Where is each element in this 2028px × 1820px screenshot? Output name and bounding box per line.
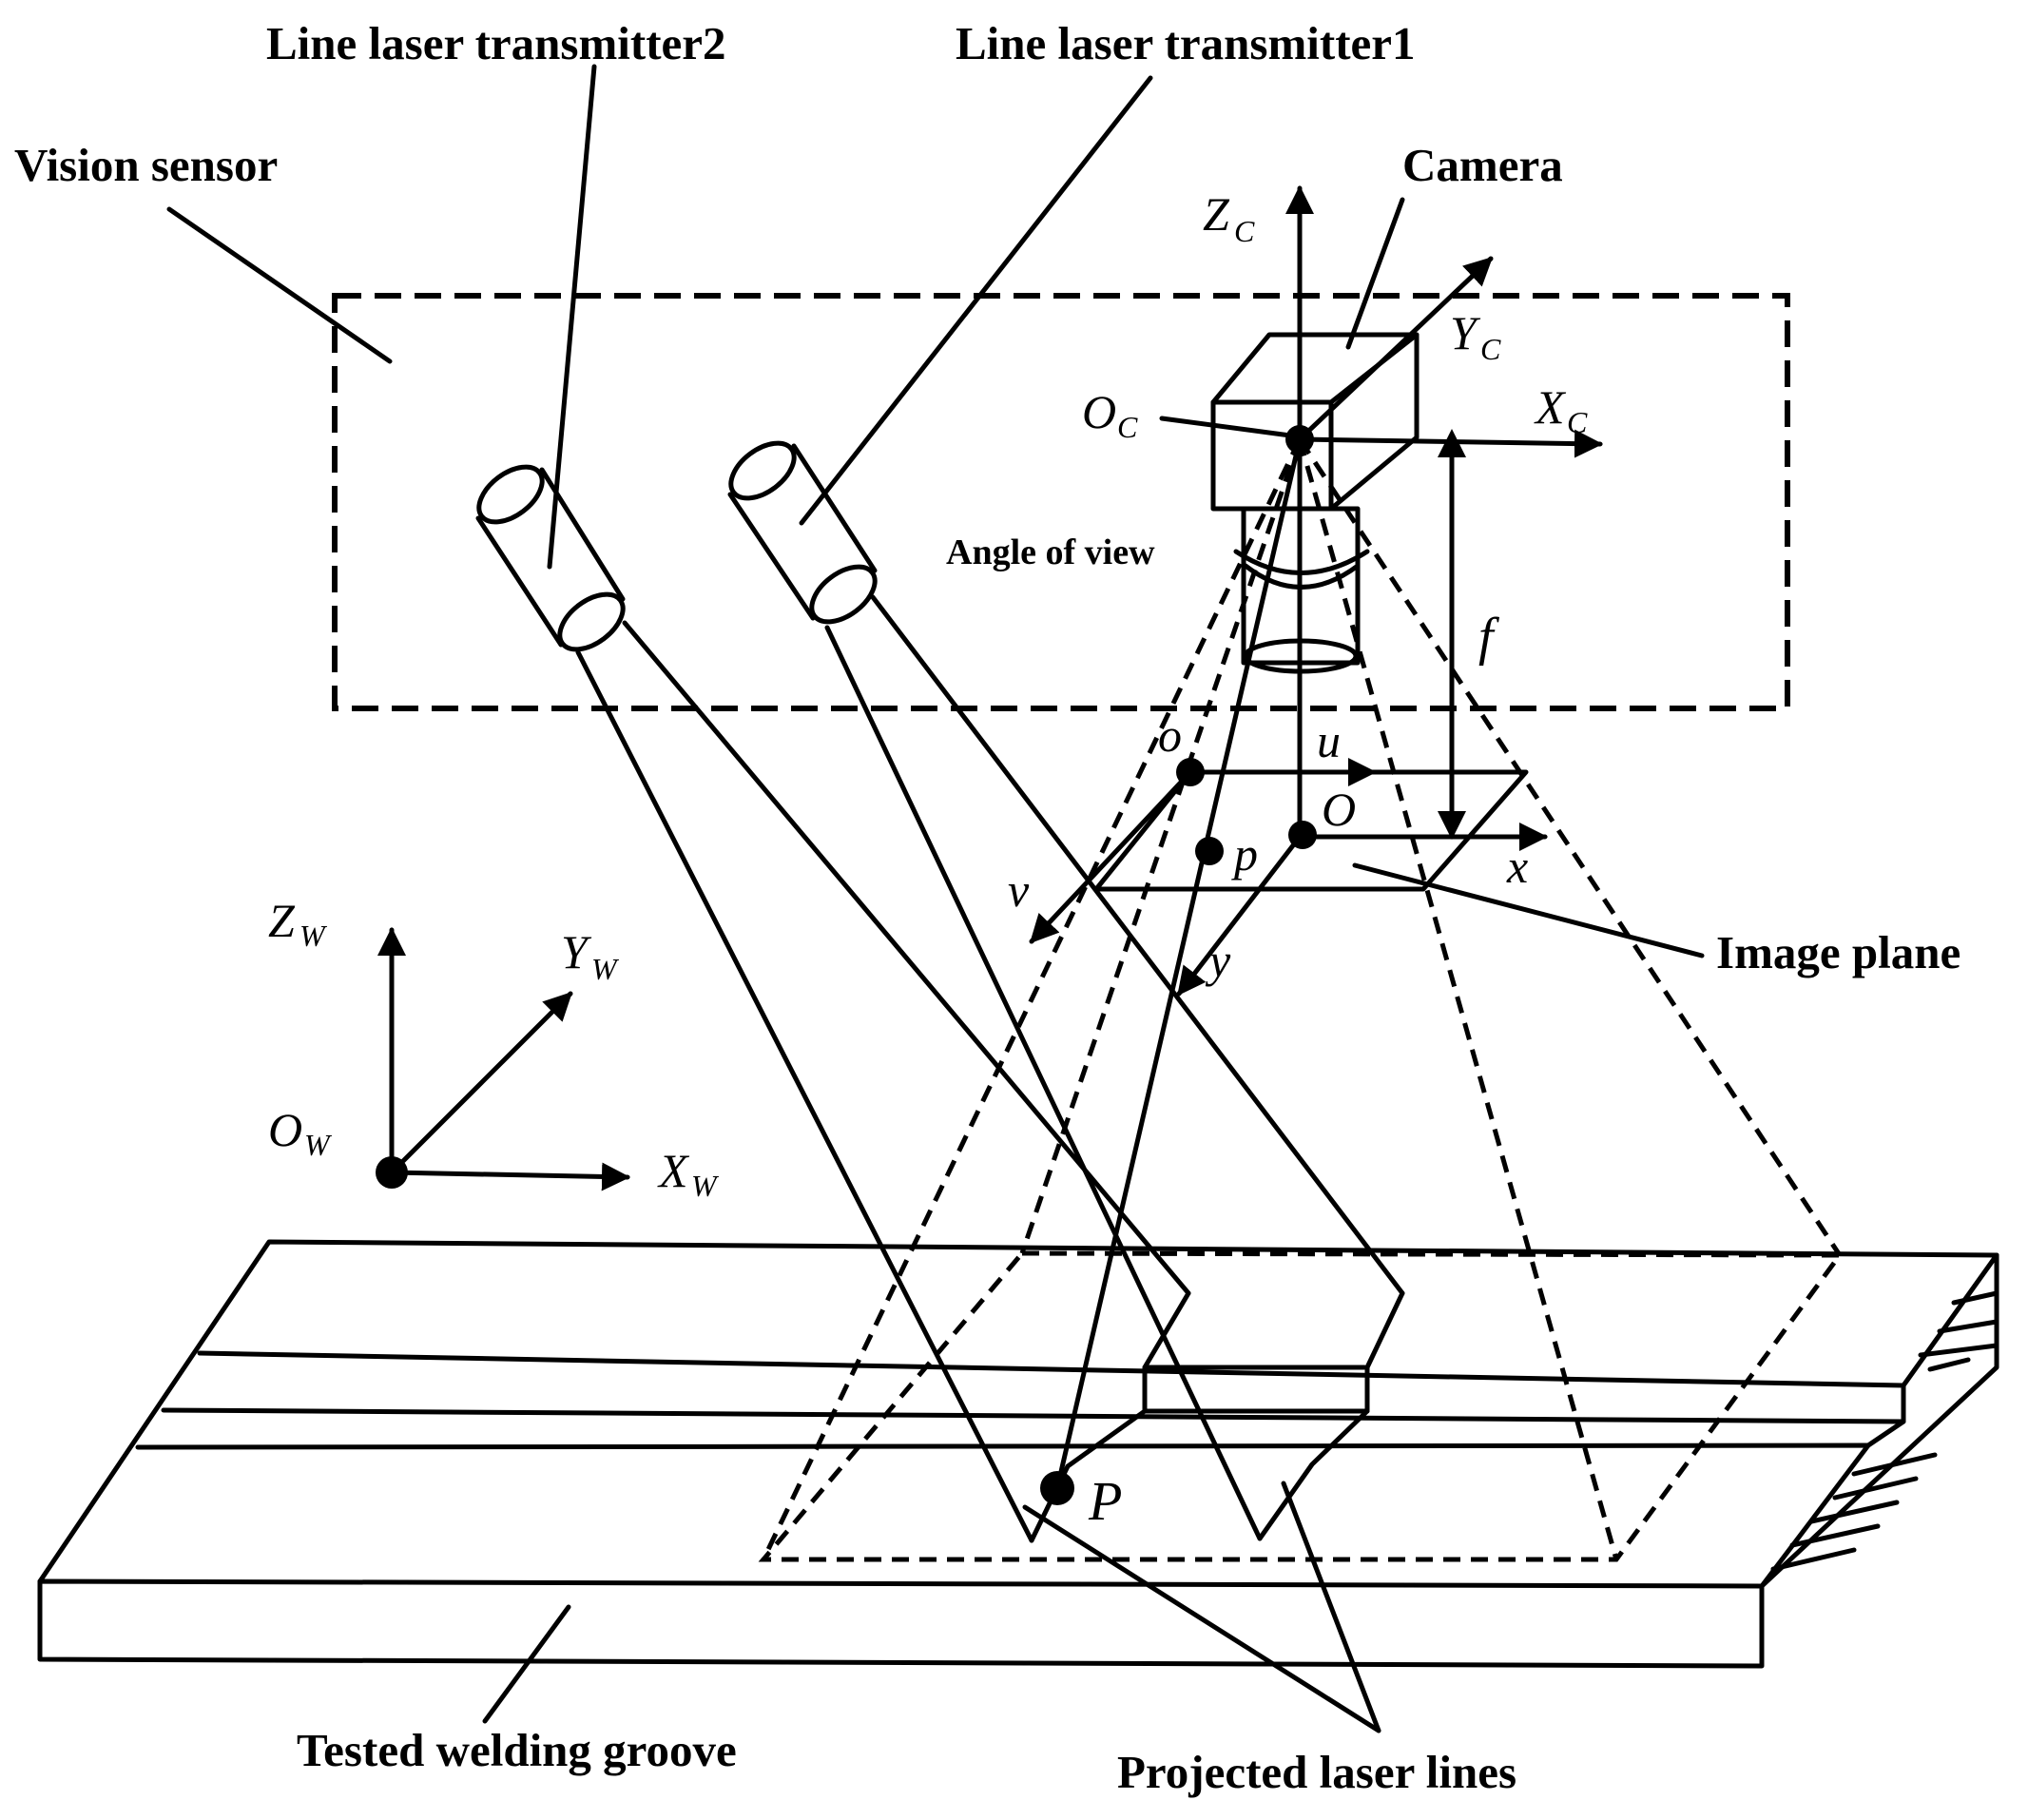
groove-leader [482, 1604, 571, 1724]
world-axes [377, 927, 630, 1191]
zw-symbol: Z W [268, 894, 328, 953]
image-plane-label: Image plane [1716, 926, 1960, 978]
xw-symbol: X W [657, 1144, 720, 1203]
svg-text:W: W [304, 1128, 333, 1162]
p-symbol: p [1231, 827, 1258, 881]
o-symbol: o [1158, 708, 1182, 762]
laser1-leader [799, 75, 1153, 526]
o-point [1176, 758, 1205, 786]
laser-beams [575, 594, 1405, 1543]
laser-transmitter-1 [727, 440, 878, 625]
xc-symbol: X C [1534, 380, 1588, 439]
v-symbol: v [1008, 863, 1030, 917]
angle-of-view-label: Angle of view [946, 532, 1155, 572]
svg-text:W: W [299, 919, 328, 953]
svg-text:C: C [1234, 214, 1255, 248]
groove-label: Tested welding groove [297, 1724, 737, 1776]
svg-text:W: W [691, 1169, 720, 1203]
camera-leader [1345, 197, 1405, 350]
projection-ray [1054, 436, 1303, 1491]
yw-symbol: Y W [561, 925, 620, 986]
camera-axes [1159, 185, 1603, 840]
svg-text:X: X [1534, 380, 1567, 434]
welding-workpiece [37, 1239, 1999, 1669]
field-of-view [758, 437, 1845, 1562]
f-symbol: f [1478, 608, 1500, 667]
y-symbol: y [1205, 934, 1231, 987]
laser2-label: Line laser transmitter2 [266, 17, 726, 69]
x-symbol: x [1506, 840, 1528, 893]
svg-text:O: O [1082, 385, 1116, 438]
ow-symbol: O W [268, 1103, 333, 1162]
O-image-point [1288, 821, 1317, 849]
svg-text:Z: Z [1203, 187, 1230, 241]
p-image-point [1195, 837, 1224, 865]
vision-sensor-leader [166, 206, 393, 364]
vision-sensor-label: Vision sensor [14, 139, 278, 191]
oc-symbol: O C [1082, 385, 1138, 444]
svg-text:O: O [268, 1103, 302, 1156]
svg-text:C: C [1567, 405, 1588, 439]
svg-text:Y: Y [561, 925, 592, 978]
camera-body [1210, 332, 1420, 674]
ow-point [376, 1156, 408, 1189]
svg-text:W: W [591, 952, 620, 986]
image-plane [1029, 758, 1705, 997]
svg-text:C: C [1117, 410, 1138, 444]
laser2-leader [547, 64, 597, 570]
O-image-symbol: O [1322, 783, 1356, 836]
svg-text:X: X [657, 1144, 690, 1197]
svg-text:C: C [1480, 332, 1501, 366]
u-symbol: u [1317, 714, 1341, 767]
vision-sensor-box [332, 293, 1790, 711]
zc-symbol: Z C [1203, 187, 1255, 248]
svg-text:Y: Y [1450, 306, 1481, 359]
svg-text:Z: Z [268, 894, 296, 947]
projected-label: Projected laser lines [1117, 1746, 1516, 1798]
yc-symbol: Y C [1450, 306, 1501, 366]
P-world-point [1040, 1471, 1074, 1505]
camera-label: Camera [1402, 139, 1563, 191]
P-world-symbol: P [1088, 1470, 1122, 1532]
laser1-label: Line laser transmitter1 [956, 17, 1416, 69]
